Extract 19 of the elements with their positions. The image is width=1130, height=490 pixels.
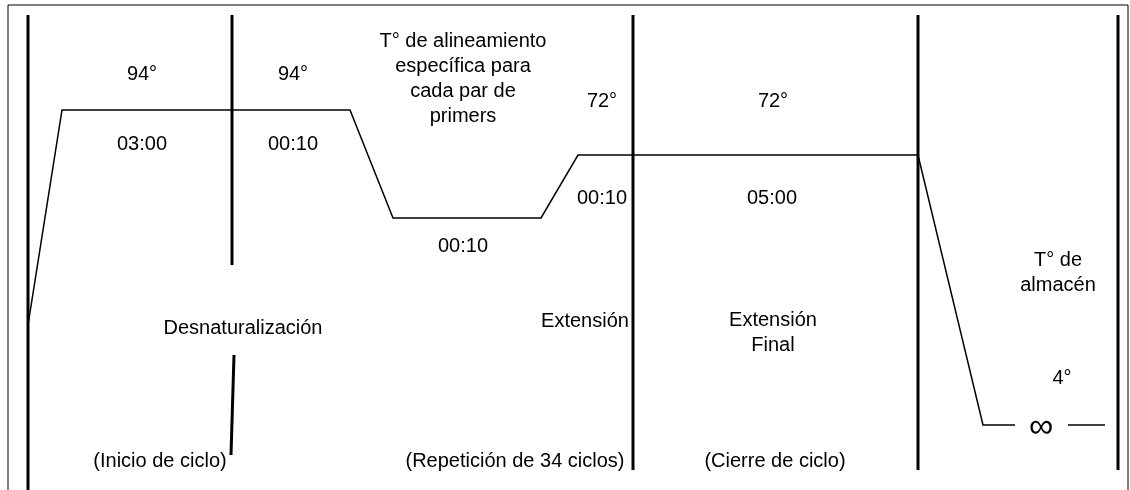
cycle-note: (Inicio de ciclo) — [93, 447, 227, 473]
annealing-temperature-note: T° de alineamiento específica para cada par de primers — [378, 28, 548, 128]
cycle-note: (Cierre de ciclo) — [704, 447, 846, 473]
time-value: 00:10 — [576, 184, 628, 210]
time-value: 03:00 — [116, 130, 168, 156]
temperature-value: 94° — [277, 60, 309, 86]
cycle-note: (Repetición de 34 ciclos) — [405, 447, 625, 473]
storage-temperature-note: T° de almacén — [1019, 247, 1097, 297]
temperature-value: 72° — [586, 87, 618, 113]
step-name: Desnaturalización — [163, 314, 323, 340]
step-name: Extensión Final — [728, 307, 818, 357]
time-value: 00:10 — [267, 130, 319, 156]
temperature-value: 94° — [126, 60, 158, 86]
time-value: 05:00 — [746, 184, 798, 210]
step-name: Extensión — [541, 307, 629, 333]
temperature-value: 4° — [1052, 364, 1072, 390]
infinity-symbol: ∞ — [1028, 412, 1054, 438]
temperature-value: 72° — [757, 87, 789, 113]
time-value: 00:10 — [437, 232, 489, 258]
